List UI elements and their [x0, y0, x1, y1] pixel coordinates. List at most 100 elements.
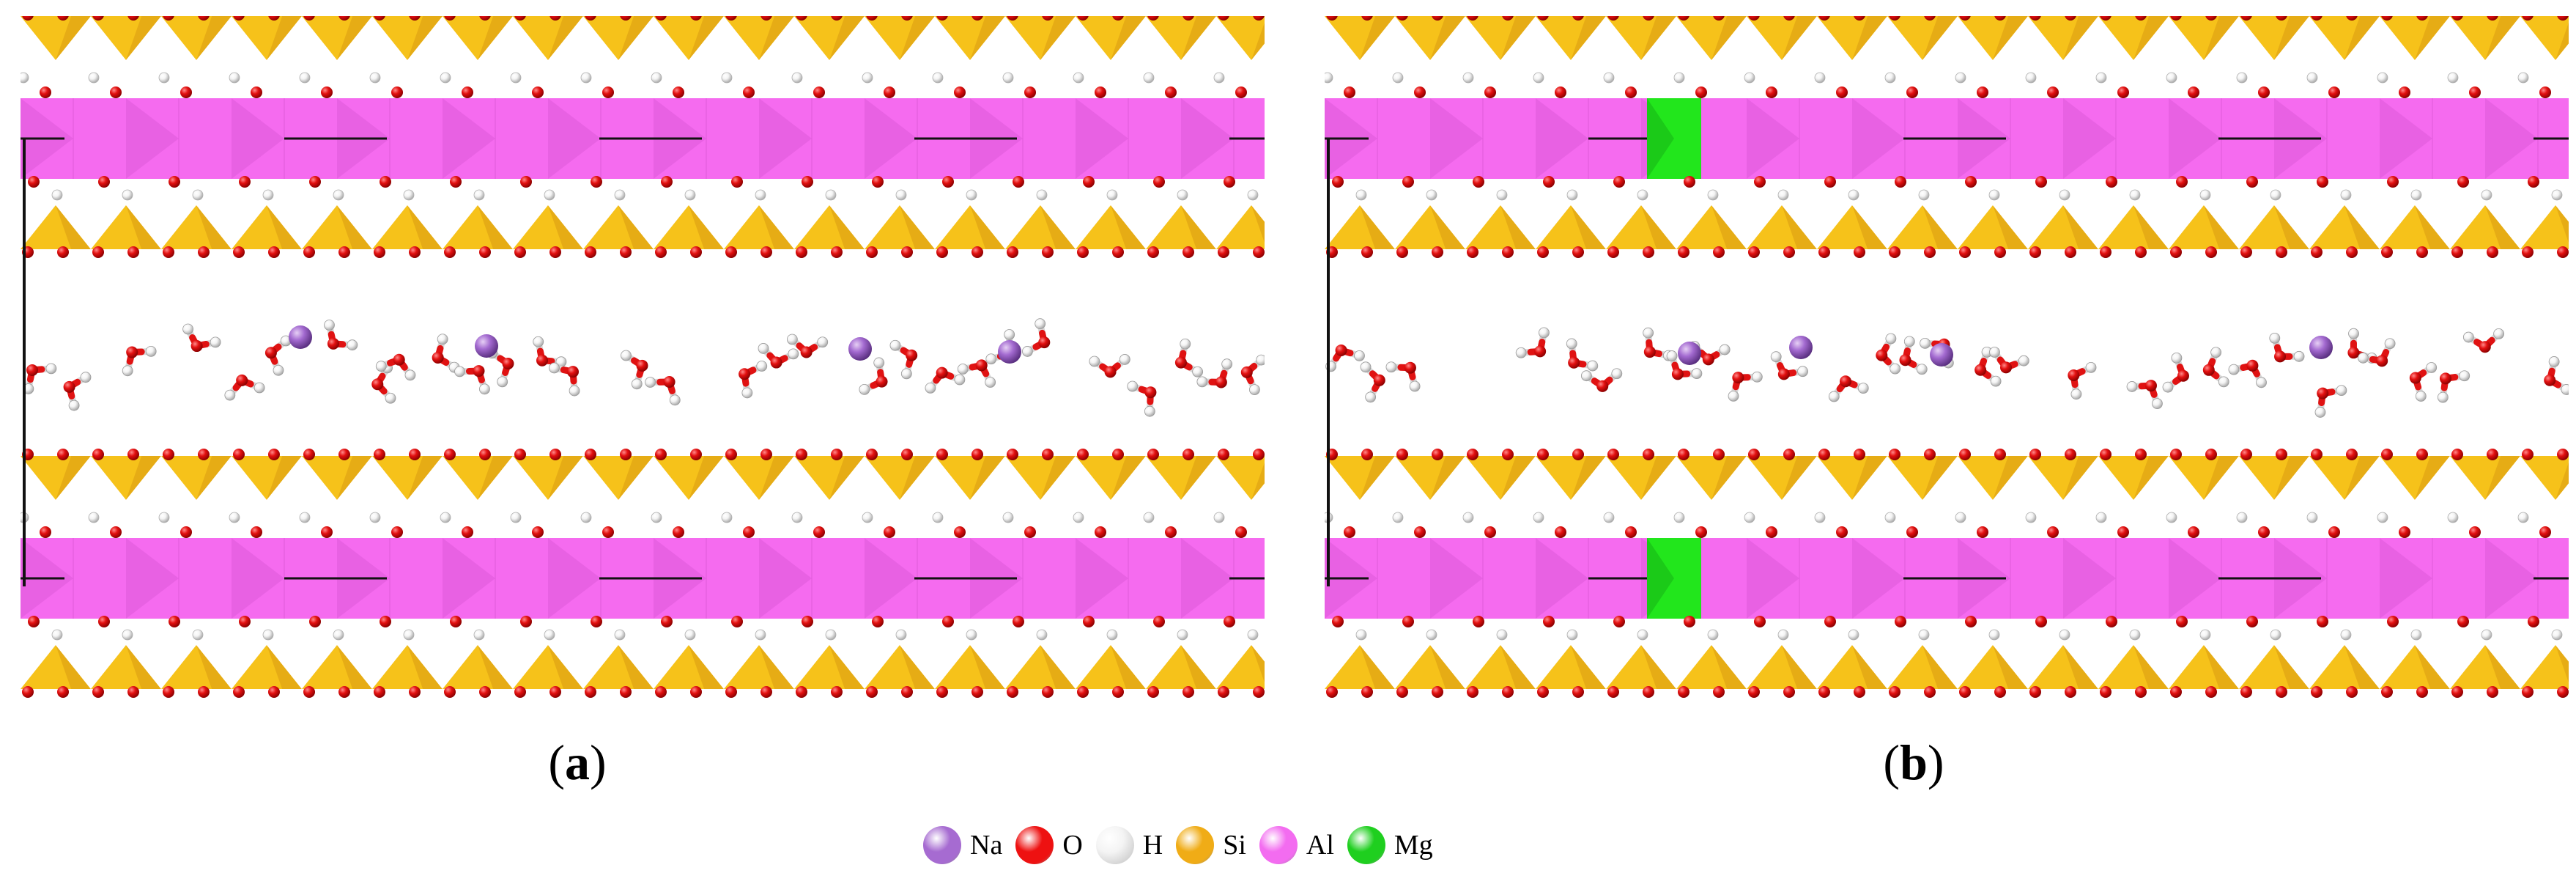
water-oxygen — [1534, 345, 1547, 358]
oxygen-atom — [1994, 16, 2006, 21]
oxygen-atom — [251, 86, 262, 98]
water-oxygen — [1777, 368, 1790, 380]
oxygen-atom — [2381, 686, 2393, 698]
oxygen-atom — [866, 246, 878, 258]
oxygen-atom — [2311, 246, 2323, 258]
hydrogen-atom — [1036, 189, 1048, 201]
oxygen-atom — [1994, 686, 2006, 698]
interstitial-gap — [2415, 456, 2485, 500]
oxygen-atom — [1643, 16, 1654, 21]
oxygen-atom — [971, 246, 983, 258]
water-oxygen — [2347, 347, 2360, 359]
si-tetrahedron-facet — [2555, 645, 2569, 683]
oxygen-atom — [2487, 686, 2498, 698]
water-oxygen — [26, 364, 38, 376]
water-oxygen — [1335, 344, 1347, 356]
oxygen-atom — [1643, 246, 1654, 258]
water-molecule — [1174, 338, 1204, 377]
sodium-ion — [2309, 336, 2333, 359]
water-oxygen — [1404, 361, 1416, 374]
oxygen-atom — [380, 616, 391, 627]
oxygen-atom — [2135, 246, 2147, 258]
tetrahedral-sheet-up — [21, 205, 1265, 249]
oxygen-atom — [1095, 526, 1106, 538]
oxygen-atom — [1165, 526, 1177, 538]
oxygen-atom — [655, 16, 667, 21]
si-tetrahedron — [1216, 16, 1265, 60]
water-oxygen — [1876, 349, 1888, 361]
interstitial-gap — [1040, 16, 1111, 60]
oxygen-atom — [409, 16, 421, 21]
interstitial-gap — [478, 205, 548, 249]
oxygen-atom — [585, 16, 596, 21]
oxygen-atom — [1607, 686, 1619, 698]
interstitial-gap — [1111, 16, 1181, 60]
oxygen-atom — [1695, 86, 1707, 98]
interstitial-gap — [337, 456, 407, 500]
water-oxygen — [327, 337, 339, 350]
hydrogen-atom — [1496, 629, 1508, 641]
oxygen-atom — [743, 526, 755, 538]
hydrogen-atom — [2270, 189, 2281, 201]
oxygen-atom — [479, 686, 491, 698]
oxygen-atom — [233, 686, 245, 698]
oxygen-atom — [127, 449, 139, 460]
water-hydrogen — [758, 343, 769, 354]
oxygen-atom — [514, 449, 526, 460]
oxygen-atom — [1889, 686, 1900, 698]
oxygen-atom — [409, 686, 421, 698]
oxygen-atom — [690, 686, 702, 698]
oxygen-atom — [391, 86, 403, 98]
oxygen-atom — [1467, 246, 1478, 258]
interstitial-gap — [2415, 645, 2485, 689]
oxygen-atom — [901, 449, 913, 460]
hydrogen-atom — [1213, 72, 1225, 84]
hydrogen-atom — [1884, 512, 1896, 523]
oxygen-atom — [2346, 449, 2358, 460]
hydrogen-atom — [1988, 629, 2000, 641]
water-molecule — [1770, 351, 1808, 380]
water-hydrogen — [2218, 376, 2229, 388]
interstitial-gap — [2555, 483, 2569, 500]
water-hydrogen — [957, 364, 969, 375]
water-hydrogen — [1566, 338, 1577, 350]
oxygen-atom — [1502, 686, 1514, 698]
oxygen-atom — [1361, 686, 1373, 698]
oxygen-atom — [514, 246, 526, 258]
oxygen-atom — [532, 86, 544, 98]
interstitial-gap — [1993, 205, 2063, 249]
oxygen-atom — [2170, 449, 2182, 460]
oxygen-atom — [549, 686, 561, 698]
water-molecule — [786, 334, 829, 358]
hydrogen-atom — [2481, 629, 2492, 641]
oxygen-atom — [2065, 16, 2076, 21]
oxygen-atom — [479, 16, 491, 21]
hydrogen-atom — [1848, 189, 1859, 201]
interstitial-gap — [1782, 645, 1852, 689]
oxygen-atom — [57, 16, 69, 21]
oxygen-atom — [239, 176, 251, 188]
water-oxygen — [2376, 355, 2388, 367]
oxygen-atom — [2557, 449, 2569, 460]
oxygen-atom — [620, 449, 632, 460]
legend-item-o: O — [1015, 826, 1083, 864]
oxygen-atom — [725, 686, 737, 698]
water-hydrogen — [2314, 407, 2326, 418]
interstitial-gap — [1922, 205, 1993, 249]
hydrogen-atom — [2551, 189, 2563, 201]
interstitial-gap — [618, 205, 689, 249]
oxygen-atom — [40, 86, 51, 98]
hydrogen-atom — [1355, 629, 1367, 641]
interstitial-gap — [407, 16, 478, 60]
oxygen-atom — [110, 526, 122, 538]
interstitial-gap — [1641, 16, 1711, 60]
oxygen-atom — [2205, 246, 2217, 258]
tetrahedral-sheet-up — [1325, 645, 2569, 689]
oxygen-atom — [673, 526, 684, 538]
oxygen-atom — [1218, 246, 1229, 258]
oxygen-atom — [2557, 686, 2569, 698]
oxygen-atom — [1402, 176, 1414, 188]
water-molecule — [645, 375, 681, 406]
interstitial-gap — [2063, 16, 2133, 60]
water-hydrogen — [549, 362, 560, 374]
